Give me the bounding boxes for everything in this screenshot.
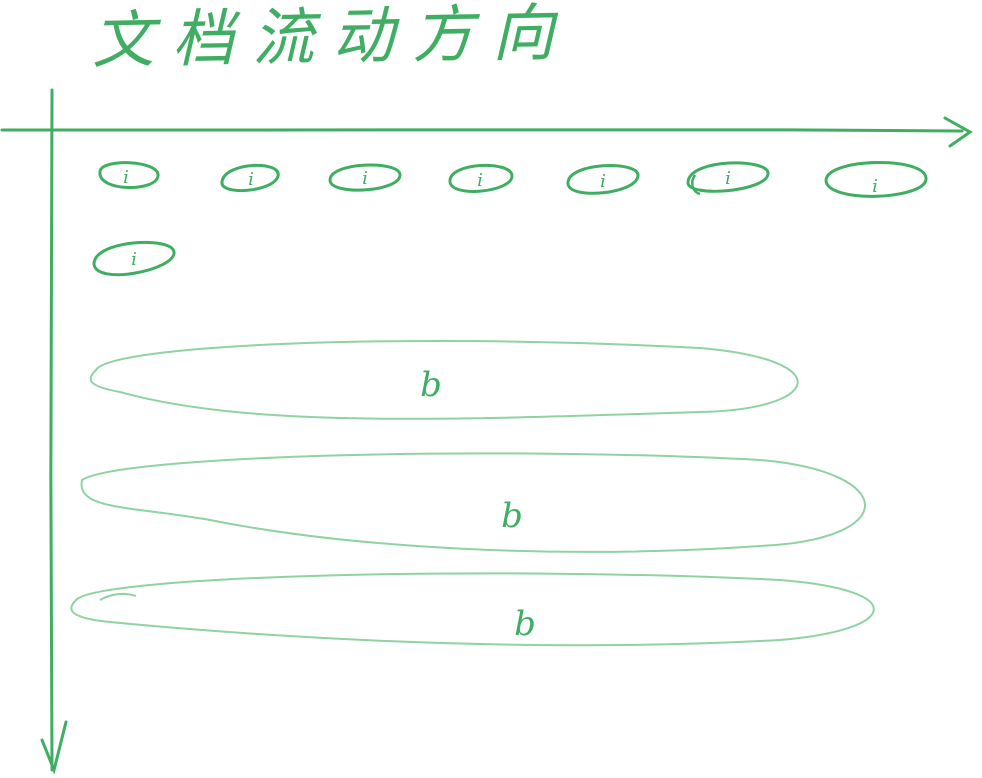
inline-element: i [220, 163, 280, 193]
horizontal-arrow-head [943, 116, 973, 148]
inline-label: i [872, 176, 878, 197]
block-label: b [514, 604, 536, 644]
inline-label: i [725, 168, 731, 189]
inline-label: i [362, 168, 368, 189]
block-element: b [70, 572, 875, 647]
inline-label: i [248, 169, 254, 190]
inline-label: i [600, 171, 606, 192]
inline-element: i [92, 240, 176, 277]
inline-element: i [98, 161, 160, 189]
inline-element: i [448, 163, 514, 193]
block-element: b [89, 339, 799, 420]
inline-label: i [477, 170, 483, 191]
vertical-axis [40, 88, 68, 775]
horizontal-axis [0, 116, 973, 148]
inline-element: i [328, 163, 402, 192]
vertical-arrow-head [40, 720, 68, 775]
inline-label: i [123, 167, 129, 188]
inline-element: i [824, 161, 928, 198]
inline-label: i [131, 249, 137, 270]
inline-element: i [566, 164, 640, 195]
vertical-axis-line [49, 88, 54, 772]
horizontal-axis-line [0, 127, 964, 133]
inline-element: i [686, 161, 770, 196]
block-label: b [501, 496, 523, 536]
block-label: b [420, 365, 442, 405]
block-element: b [80, 452, 866, 553]
